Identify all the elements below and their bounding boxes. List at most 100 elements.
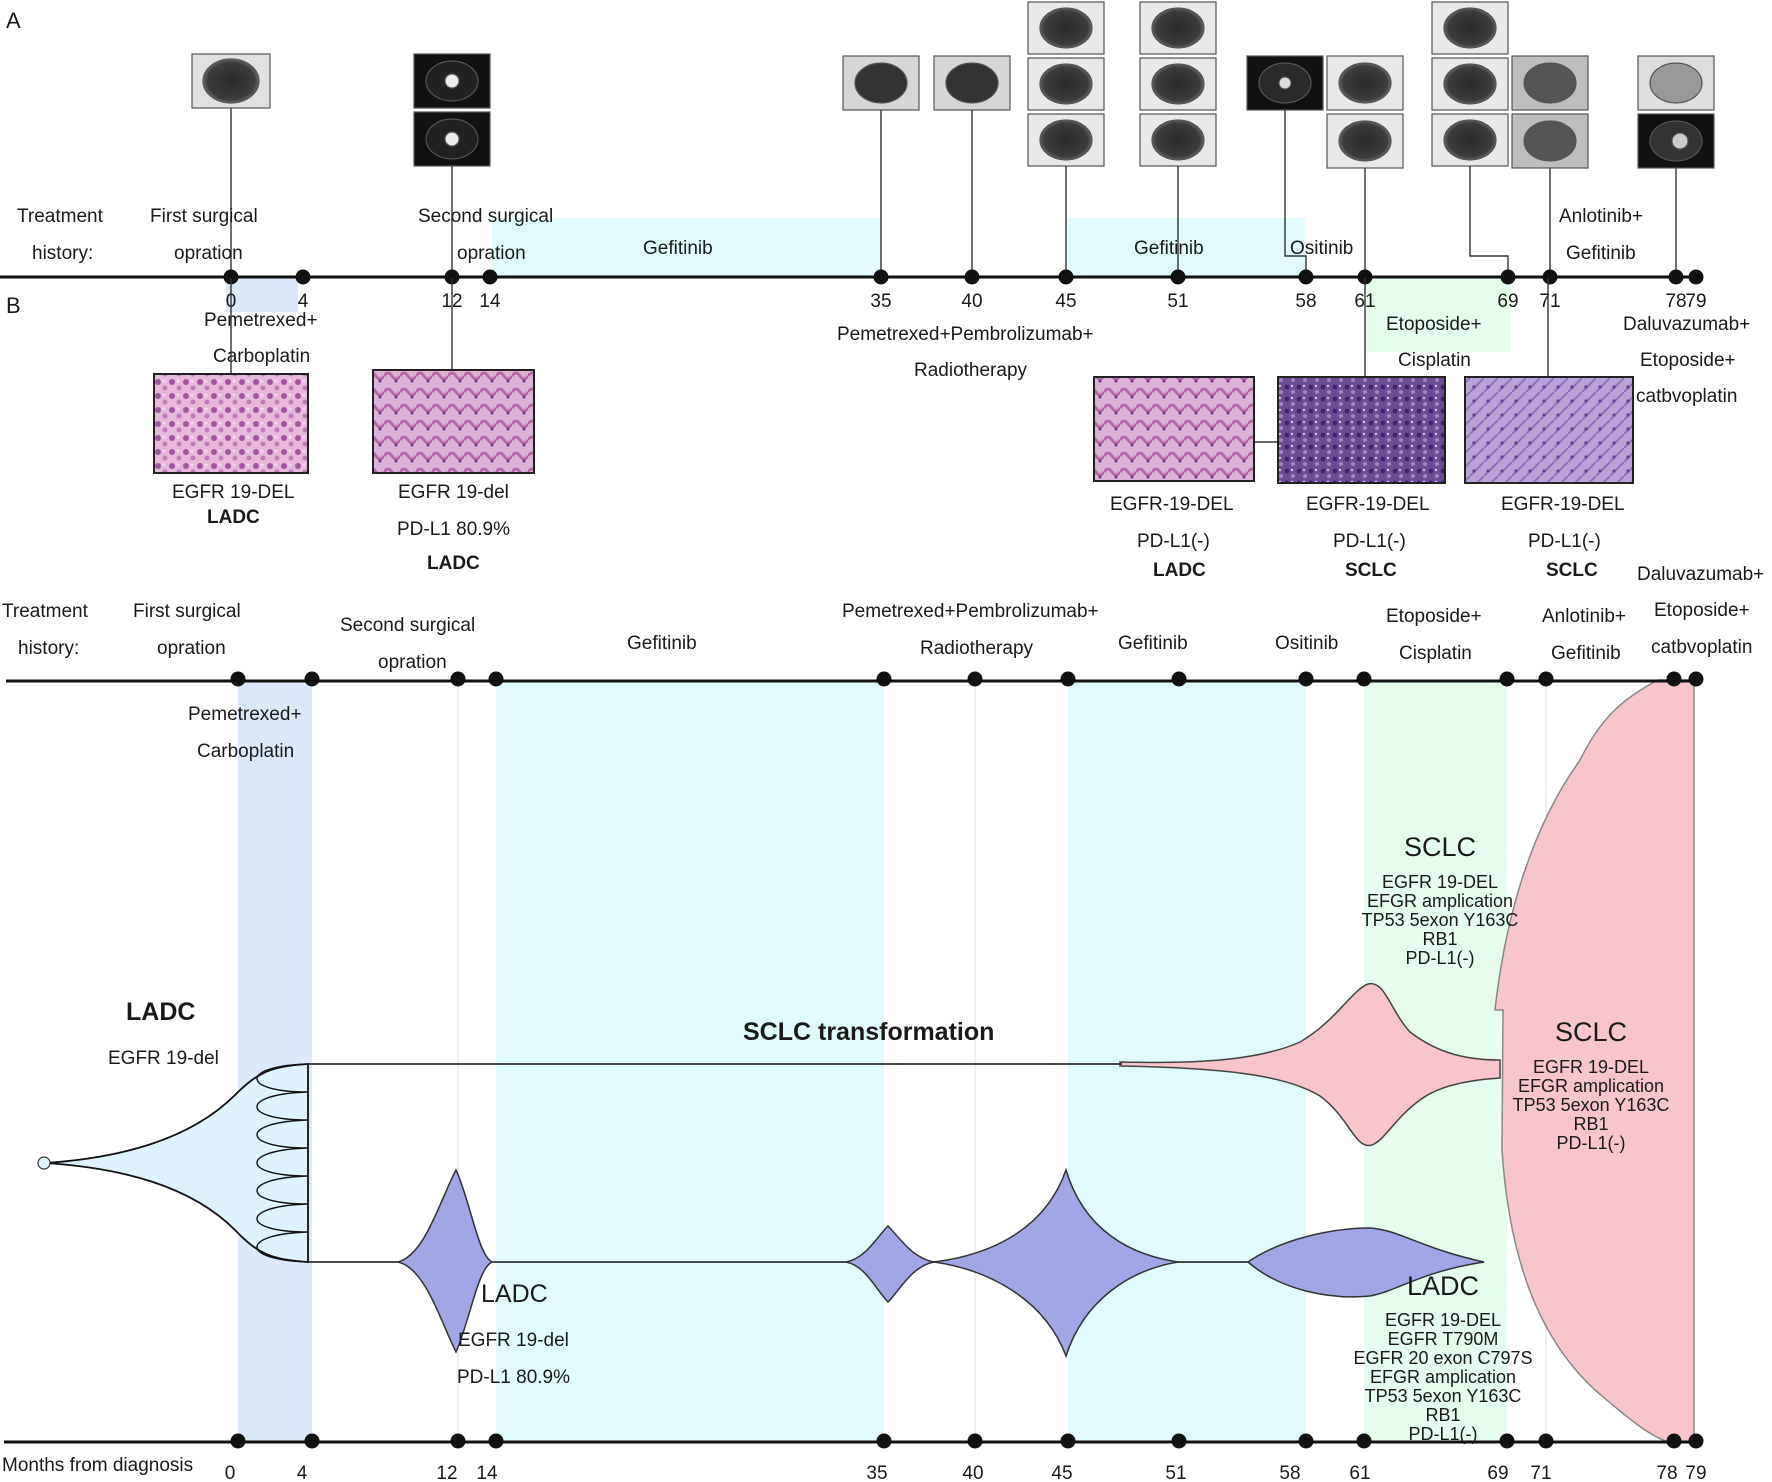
axis-tick-14: 14 xyxy=(476,1463,498,1482)
timeline-dot-45 xyxy=(1060,671,1076,687)
ct-scan-35 xyxy=(842,55,920,111)
tick-label-35: 35 xyxy=(870,291,891,312)
ladc-late-line6: RB1 xyxy=(1425,1405,1460,1425)
pathology-image-71 xyxy=(1464,376,1634,484)
b-first-surgery-2: opration xyxy=(157,638,226,659)
sclc-upper-line1: EGFR 19-DEL xyxy=(1382,872,1498,892)
timeline-dot-61 xyxy=(1356,1433,1372,1449)
ct-scan-78a xyxy=(1637,55,1715,111)
b-anlotinib-1: Anlotinib+ xyxy=(1542,606,1626,627)
timeline-dot-79 xyxy=(1688,269,1704,285)
axis-tick-79: 79 xyxy=(1685,1463,1706,1482)
panel-a: A xyxy=(0,1,1750,581)
tick-label-71: 71 xyxy=(1539,291,1560,312)
axis-tick-78: 78 xyxy=(1656,1463,1677,1482)
a-band-etoposide xyxy=(1365,278,1511,352)
b-axis-dots xyxy=(230,1433,1704,1449)
ladc-late-line4: EFGR amplication xyxy=(1370,1367,1516,1387)
b-pembro-1: Pemetrexed+Pembrolizumab+ xyxy=(842,601,1099,622)
path-1-type: LADC xyxy=(427,553,480,574)
ct-scan-69c xyxy=(1431,113,1509,167)
a-daluvazumab-3: catbvoplatin xyxy=(1636,386,1737,407)
b-etoposide-1: Etoposide+ xyxy=(1386,606,1482,627)
ladc-late-line5: TP53 5exon Y163C xyxy=(1365,1386,1522,1406)
b-gefitinib-2: Gefitinib xyxy=(1118,633,1188,654)
path-0-line1: EGFR 19-DEL xyxy=(172,482,294,503)
origin-node xyxy=(37,1156,51,1170)
a-band-gefitinib-2 xyxy=(1065,218,1305,278)
sclc-right-line3: TP53 5exon Y163C xyxy=(1513,1095,1670,1115)
b-ositinib: Ositinib xyxy=(1275,633,1338,654)
timeline-dot-78 xyxy=(1668,269,1684,285)
sclc-upper-line3: TP53 5exon Y163C xyxy=(1362,910,1519,930)
ladc-late-line2: EGFR T790M xyxy=(1388,1329,1499,1349)
timeline-dot-35 xyxy=(876,1433,892,1449)
axis-tick-69: 69 xyxy=(1487,1463,1508,1482)
a-anlotinib-1: Anlotinib+ xyxy=(1559,206,1643,227)
ct-scan-58 xyxy=(1246,55,1324,111)
b-pemetrexed-2: Carboplatin xyxy=(197,741,294,762)
timeline-dot-78 xyxy=(1666,671,1682,687)
timeline-dot-58 xyxy=(1298,1433,1314,1449)
clone-45 xyxy=(933,1167,1179,1359)
ct-scan-51b xyxy=(1139,57,1217,111)
a-etoposide-2: Cisplatin xyxy=(1398,350,1471,371)
timeline-dot-58 xyxy=(1298,671,1314,687)
timeline-dot-14 xyxy=(488,1433,504,1449)
a-pemetrexed-1: Pemetrexed+ xyxy=(204,310,318,331)
path-4-line1: EGFR-19-DEL xyxy=(1501,494,1625,515)
b-pemetrexed-1: Pemetrexed+ xyxy=(188,704,302,725)
timeline-dot-45 xyxy=(1058,269,1074,285)
sclc-right-line1: EGFR 19-DEL xyxy=(1533,1057,1649,1077)
ct-scan-51c xyxy=(1139,113,1217,167)
tick-label-40: 40 xyxy=(961,291,982,312)
ladc-origin-clone xyxy=(45,1063,309,1263)
ct-scan-61a xyxy=(1326,55,1404,111)
sclc-right-clone xyxy=(1494,679,1695,1443)
b-anlotinib-2: Gefitinib xyxy=(1551,643,1621,664)
path-2-type: LADC xyxy=(1153,560,1206,581)
pathology-images xyxy=(153,369,1634,484)
ct-connectors xyxy=(230,108,1677,276)
ladc-late-line3: EGFR 20 exon C797S xyxy=(1353,1348,1532,1368)
b-daluvazumab-2: Etoposide+ xyxy=(1654,600,1750,621)
b-pembro-2: Radiotherapy xyxy=(920,638,1034,659)
b-daluvazumab-1: Daluvazumab+ xyxy=(1637,564,1764,585)
timeline-dot-69 xyxy=(1499,671,1515,687)
axis-tick-51: 51 xyxy=(1165,1463,1186,1482)
timeline-dot-4 xyxy=(304,1433,320,1449)
timeline-dot-69 xyxy=(1499,1433,1515,1449)
timeline-dot-51 xyxy=(1171,1433,1187,1449)
tick-label-4: 4 xyxy=(298,291,309,312)
tick-label-45: 45 xyxy=(1055,291,1076,312)
ladc-purple-clones xyxy=(397,1167,1485,1359)
timeline-dot-4 xyxy=(304,671,320,687)
path-2-line1: EGFR-19-DEL xyxy=(1110,494,1234,515)
a-timeline-dots xyxy=(223,269,1704,285)
path-1-line1: EGFR 19-del xyxy=(398,482,509,503)
path-1-line2: PD-L1 80.9% xyxy=(397,519,510,540)
b-daluvazumab-3: catbvoplatin xyxy=(1651,637,1752,658)
panel-b-label: B xyxy=(6,293,21,318)
pathology-connectors xyxy=(230,278,1549,443)
ct-scan-69a xyxy=(1431,1,1509,55)
ct-scan-40 xyxy=(933,55,1011,111)
timeline-dot-14 xyxy=(488,671,504,687)
timeline-dot-14 xyxy=(482,269,498,285)
sclc-right-line2: EFGR amplication xyxy=(1518,1076,1664,1096)
timeline-dot-12 xyxy=(450,1433,466,1449)
ct-scan-45b xyxy=(1027,57,1105,111)
timeline-dot-71 xyxy=(1538,671,1554,687)
pathology-image-58 xyxy=(1093,376,1255,482)
timeline-dot-40 xyxy=(967,1433,983,1449)
timeline-dot-79 xyxy=(1688,1433,1704,1449)
sclc-upper-line4: RB1 xyxy=(1422,929,1457,949)
path-3-line2: PD-L1(-) xyxy=(1333,531,1406,552)
timeline-dot-51 xyxy=(1171,671,1187,687)
path-3-type: SCLC xyxy=(1345,560,1397,581)
b-history-line2: history: xyxy=(18,638,79,659)
